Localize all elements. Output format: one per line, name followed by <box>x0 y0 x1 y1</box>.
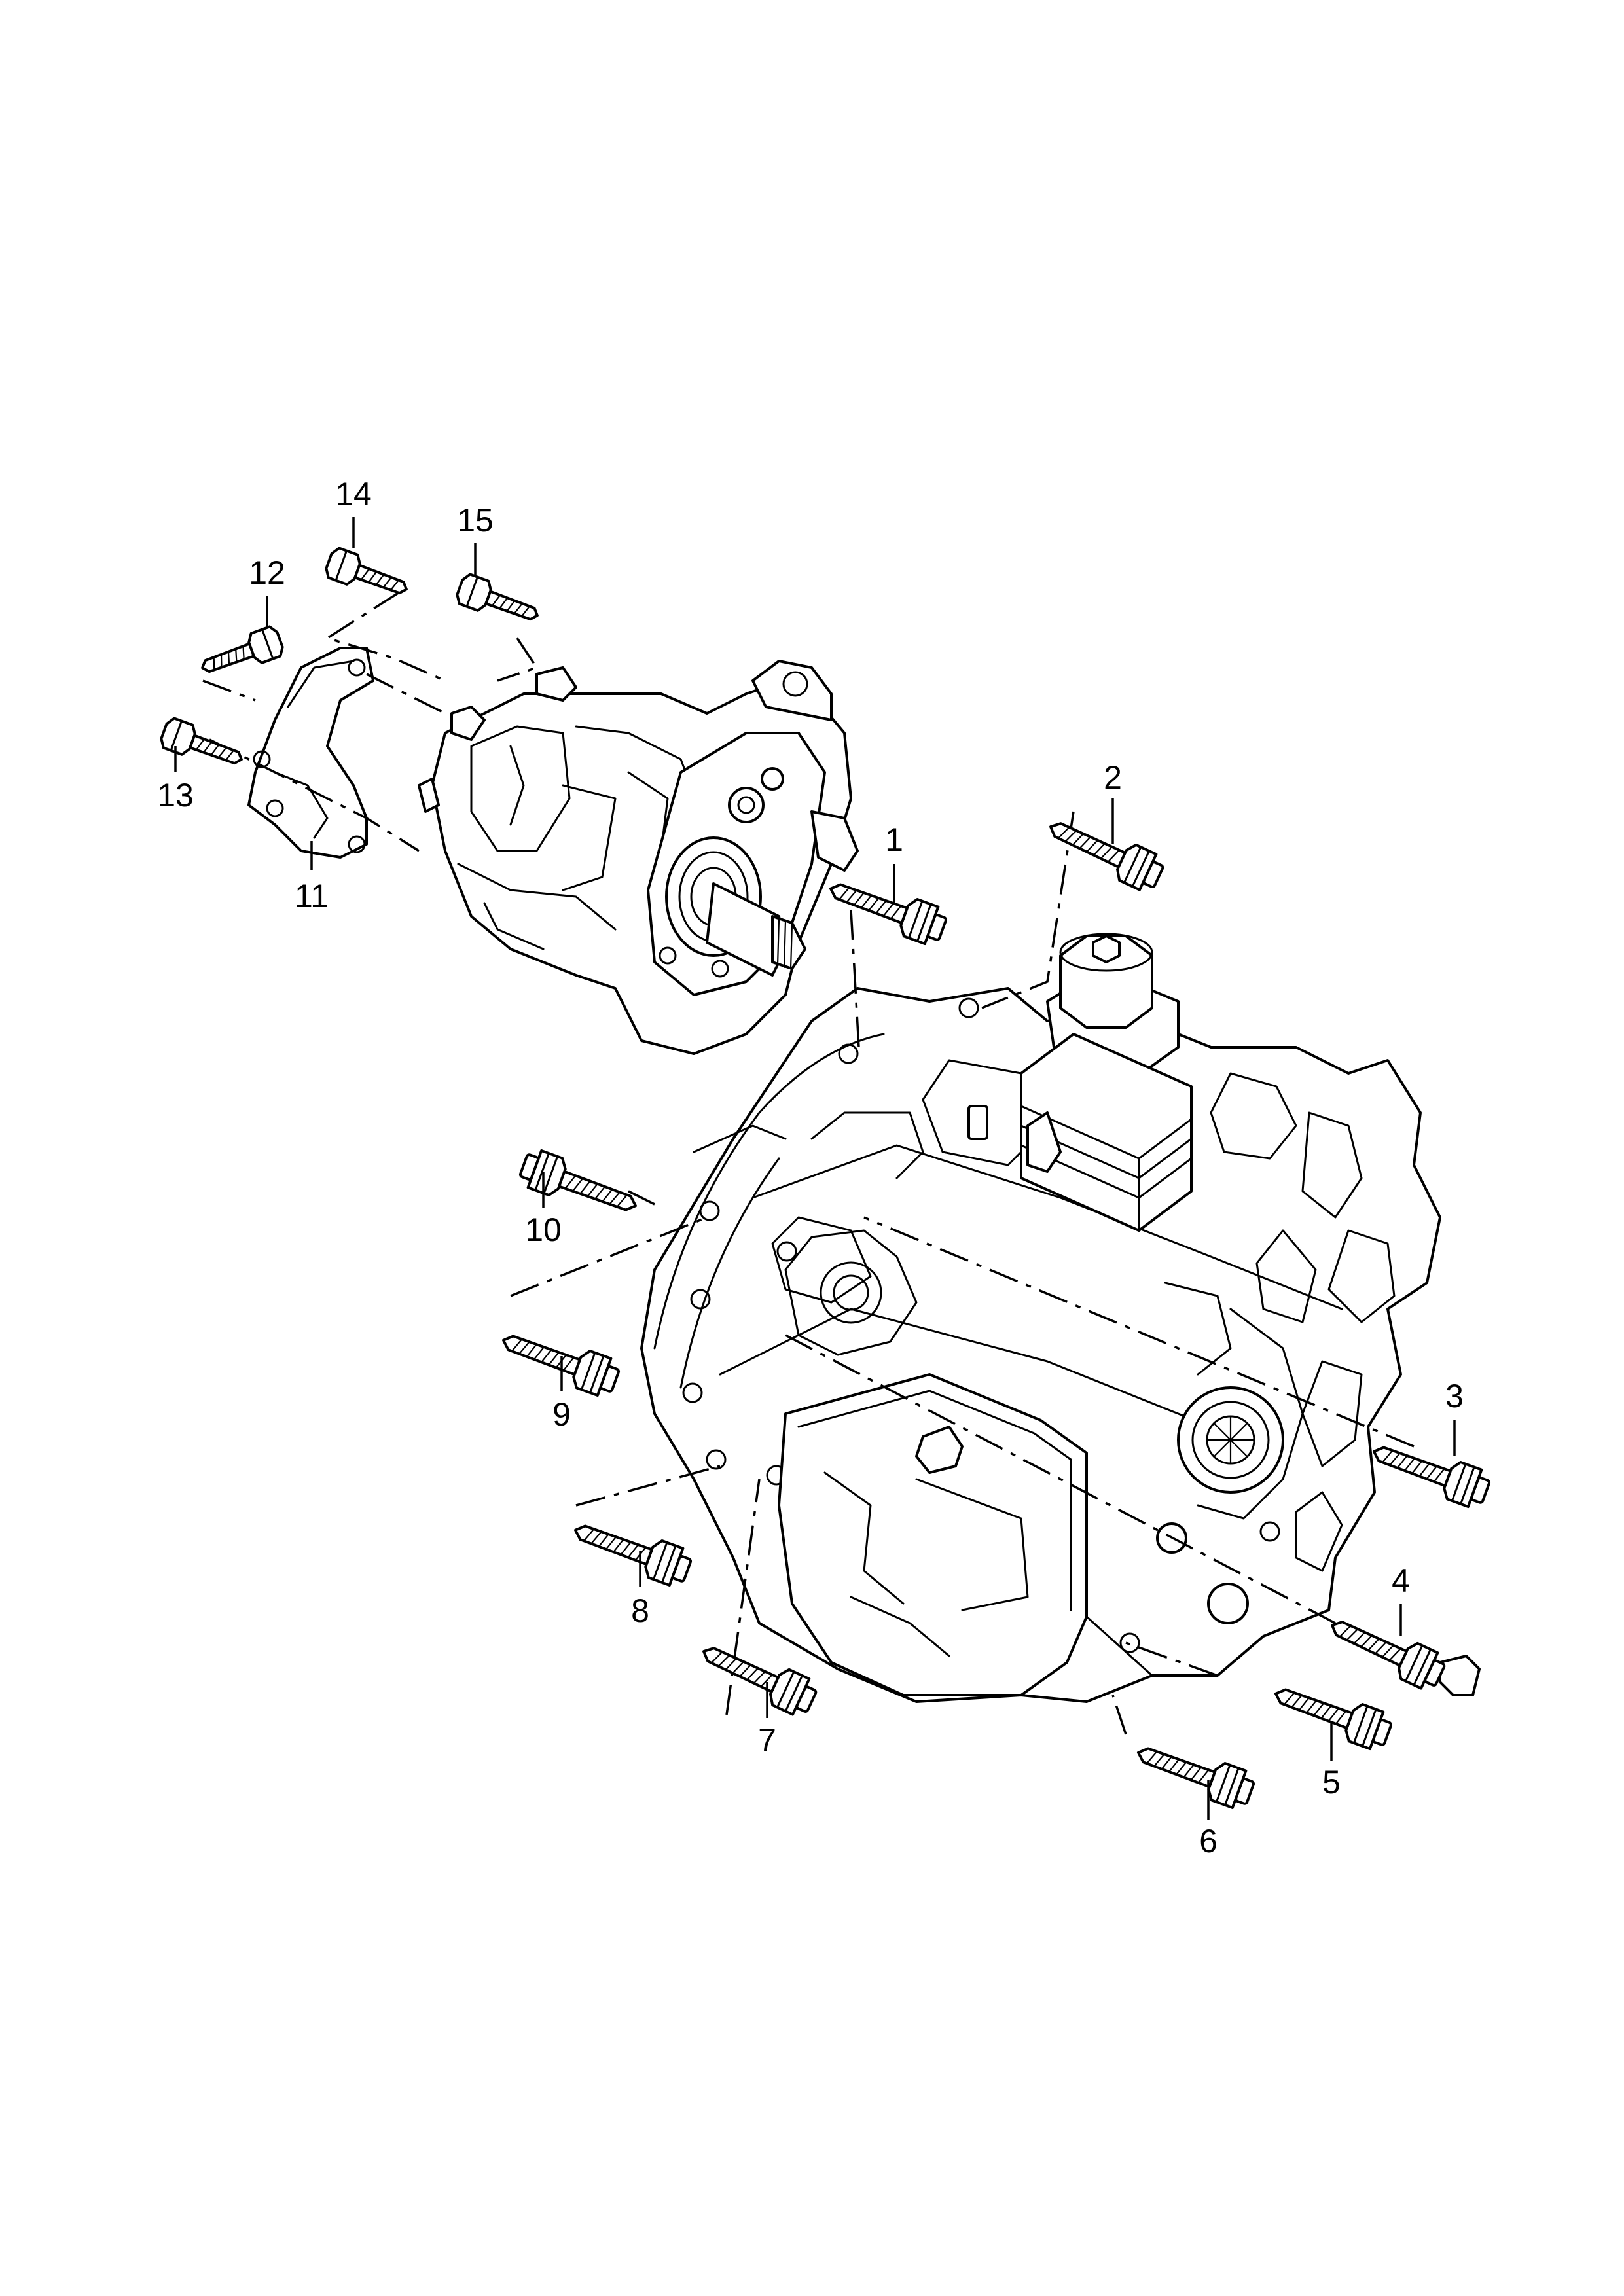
bolt-12 <box>195 623 287 684</box>
callout-15: 15 <box>457 502 494 539</box>
bolt-9 <box>495 1320 624 1401</box>
bolt-13 <box>157 715 249 776</box>
bolt-3 <box>1365 1431 1494 1513</box>
callout-6: 6 <box>1199 1823 1218 1859</box>
bolt-8 <box>567 1510 696 1591</box>
callout-3: 3 <box>1445 1378 1464 1414</box>
bolt-1 <box>822 869 951 950</box>
transmission-housing <box>640 933 1441 1703</box>
bolt-2 <box>1041 807 1168 897</box>
bolt-6 <box>1130 1732 1259 1814</box>
leader-lines <box>202 591 1415 1735</box>
callout-2: 2 <box>1104 759 1122 796</box>
callout-14: 14 <box>335 476 372 512</box>
transfer-case <box>418 660 859 1055</box>
callout-4: 4 <box>1392 1562 1410 1599</box>
callout-5: 5 <box>1322 1764 1341 1801</box>
bolt-15 <box>453 571 545 632</box>
callout-12: 12 <box>249 554 285 591</box>
bolt-14 <box>322 545 414 605</box>
mounting-bracket <box>247 647 374 859</box>
callout-10: 10 <box>525 1211 562 1248</box>
callout-1: 1 <box>885 821 903 858</box>
callouts: 1 2 3 4 5 6 7 8 9 10 11 12 13 14 15 <box>157 476 1464 1859</box>
bolt-4 <box>1322 1605 1481 1696</box>
callout-8: 8 <box>631 1592 649 1629</box>
callout-13: 13 <box>157 777 194 814</box>
callout-9: 9 <box>552 1396 571 1433</box>
callout-11: 11 <box>295 878 329 914</box>
callout-7: 7 <box>758 1722 776 1759</box>
